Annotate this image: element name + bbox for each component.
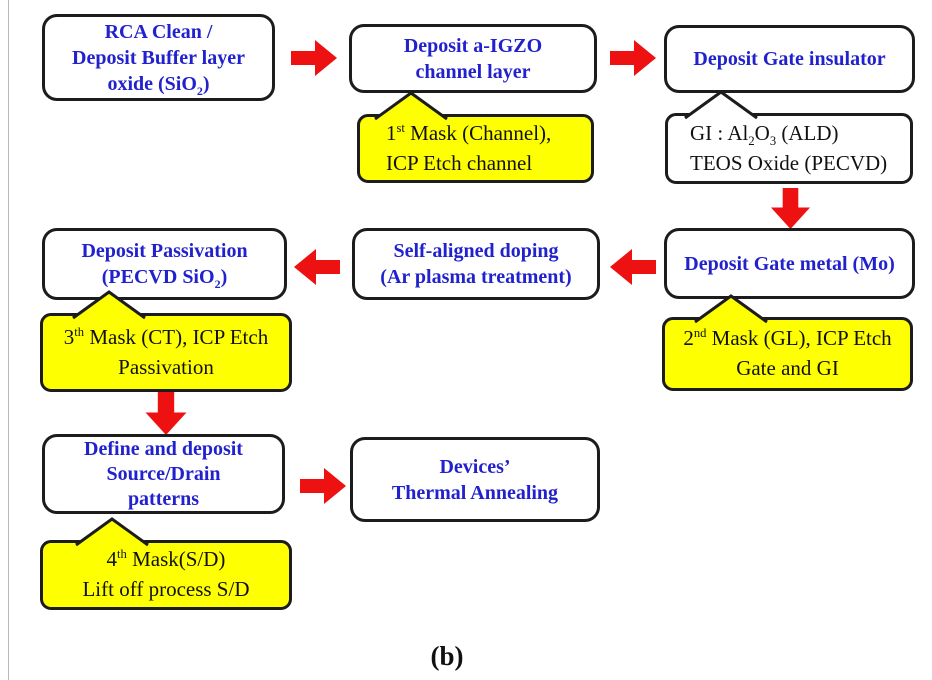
callout-mask1-channel-etch: 1st Mask (Channel),ICP Etch channel bbox=[357, 91, 594, 183]
arrow-down-icon bbox=[768, 188, 813, 229]
arrow-right-icon bbox=[291, 37, 337, 79]
step-thermal-annealing: Devices’Thermal Annealing bbox=[350, 437, 600, 522]
step-deposit-gate-insulator: Deposit Gate insulator bbox=[664, 25, 915, 93]
callout-label: 4th Mask(S/D)Lift off process S/D bbox=[82, 547, 250, 601]
callout-label: GI : Al2O3 (ALD)TEOS Oxide (PECVD) bbox=[690, 120, 888, 175]
callout-pointer-icon bbox=[684, 90, 758, 120]
arrow-down-icon bbox=[141, 392, 191, 435]
step-deposit-gate-metal: Deposit Gate metal (Mo) bbox=[664, 228, 915, 299]
step-label: Deposit Passivation(PECVD SiO2) bbox=[81, 240, 248, 291]
callout-mask4-liftoff: 4th Mask(S/D)Lift off process S/D bbox=[40, 517, 292, 610]
callout-pointer-icon bbox=[694, 294, 768, 324]
callout-pointer-icon bbox=[75, 517, 149, 547]
step-label: Deposit Gate insulator bbox=[693, 48, 886, 70]
arrow-right-icon bbox=[610, 37, 656, 79]
step-label: Deposit Gate metal (Mo) bbox=[684, 252, 895, 275]
callout-pointer-icon bbox=[72, 290, 146, 320]
step-self-aligned-doping: Self-aligned doping(Ar plasma treatment) bbox=[352, 228, 600, 300]
arrow-right-icon bbox=[300, 465, 346, 507]
callout-pointer-icon bbox=[374, 91, 448, 121]
callout-label: 1st Mask (Channel),ICP Etch channel bbox=[386, 120, 552, 175]
step-deposit-passivation: Deposit Passivation(PECVD SiO2) bbox=[42, 228, 287, 300]
page-border-rule bbox=[8, 0, 9, 680]
callout-gate-insulator-materials: GI : Al2O3 (ALD)TEOS Oxide (PECVD) bbox=[665, 90, 913, 184]
figure-caption: (b) bbox=[430, 641, 464, 671]
arrow-left-icon bbox=[610, 246, 656, 288]
step-label: Self-aligned doping(Ar plasma treatment) bbox=[380, 240, 572, 288]
step-label: Devices’Thermal Annealing bbox=[391, 455, 559, 504]
arrow-left-icon bbox=[294, 246, 340, 288]
